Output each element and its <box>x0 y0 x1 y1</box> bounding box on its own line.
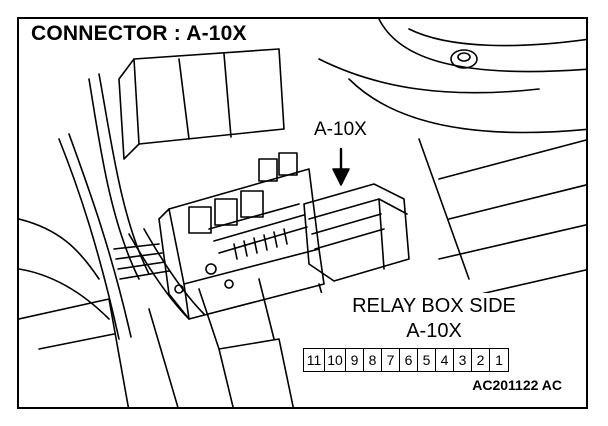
connector-callout-label: A-10X <box>312 119 369 141</box>
connector-pin: 6 <box>400 349 418 371</box>
connector-title: CONNECTOR : A-10X <box>27 22 251 46</box>
connector-pin-row: 11 10 9 8 7 6 5 4 3 2 1 <box>303 348 509 372</box>
connector-pin: 1 <box>495 352 503 368</box>
pinout-panel-title: RELAY BOX SIDE <box>352 295 516 317</box>
connector-pin: 2 <box>472 349 490 371</box>
connector-pin: 7 <box>382 349 400 371</box>
connector-pin: 10 <box>325 349 346 371</box>
figure-code: AC201122 AC <box>472 377 562 393</box>
connector-pin: 9 <box>346 349 364 371</box>
connector-pin: 8 <box>364 349 382 371</box>
connector-pin: 3 <box>454 349 472 371</box>
pinout-panel-subtitle: A-10X <box>406 320 462 342</box>
diagram-frame: CONNECTOR : A-10X A-10X RELAY BOX SIDE A… <box>17 17 588 409</box>
connector-pin: 5 <box>418 349 436 371</box>
connector-pin: 11 <box>304 349 325 371</box>
connector-pin: 4 <box>436 349 454 371</box>
pinout-panel: RELAY BOX SIDE A-10X 11 10 9 8 7 6 5 4 3… <box>300 293 568 398</box>
engine-bay-illustration <box>19 19 586 407</box>
